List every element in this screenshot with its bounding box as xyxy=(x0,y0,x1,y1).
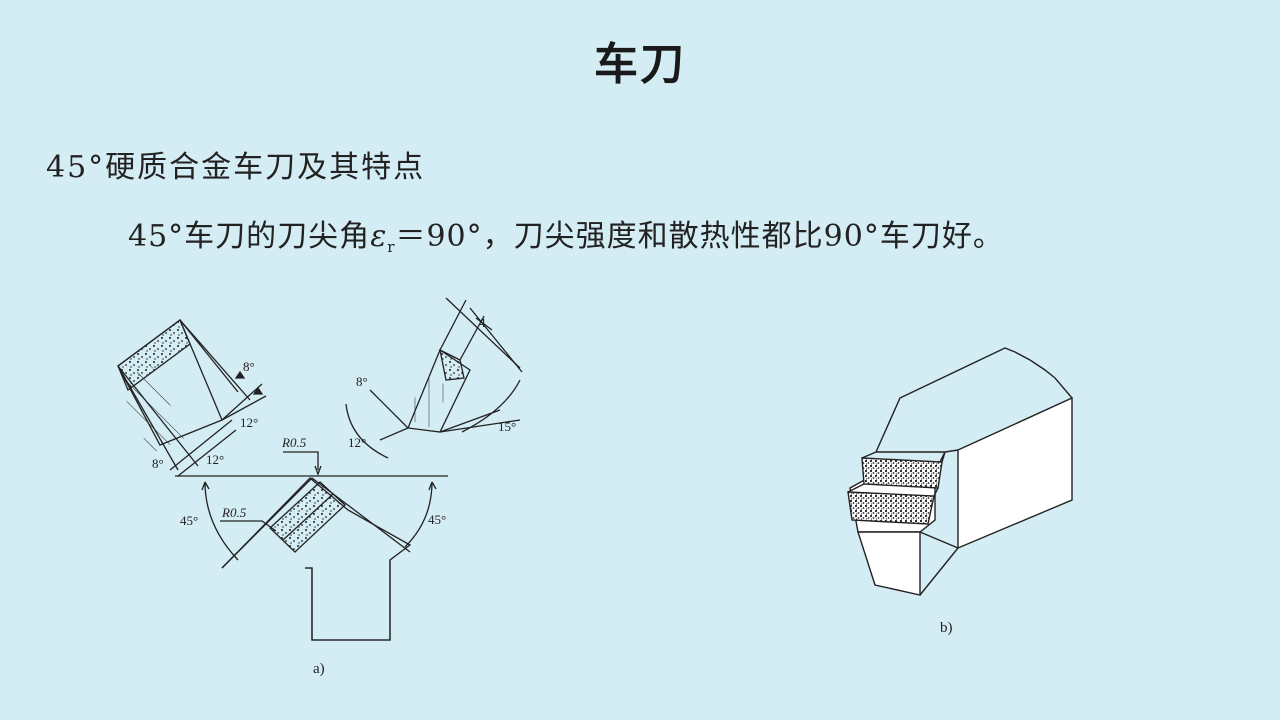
label-ur-8: 8° xyxy=(356,374,368,389)
description-suffix: ＝90°，刀尖强度和散热性都比90°车刀好。 xyxy=(395,219,1004,254)
label-r05-left: R0.5 xyxy=(221,505,247,520)
epsilon-subscript: r xyxy=(387,238,396,256)
slide-title: 车刀 xyxy=(594,39,686,90)
figure-b-caption: b) xyxy=(940,620,953,636)
label-ur-15: 15° xyxy=(498,419,516,434)
figure-a-drawing xyxy=(117,297,523,641)
label-ul-12a: 12° xyxy=(240,415,258,430)
label-ul-12b: 12° xyxy=(206,452,224,467)
section-heading: 45°硬质合金车刀及其特点 xyxy=(46,150,426,185)
label-ur-dim-4: 4 xyxy=(479,315,486,330)
figure-a-caption: a) xyxy=(313,661,325,677)
description-line: 45°车刀的刀尖角εr＝90°，刀尖强度和散热性都比90°车刀好。 xyxy=(128,211,1004,256)
label-ul-8b: 8° xyxy=(152,456,164,471)
label-r05-top: R0.5 xyxy=(281,435,307,450)
label-ur-12: 12° xyxy=(348,435,366,450)
epsilon-symbol: ε xyxy=(370,219,388,254)
label-ul-8a: 8° xyxy=(243,359,255,374)
label-angle-right-45: 45° xyxy=(428,512,446,527)
figure-b-drawing xyxy=(847,347,1073,596)
label-angle-left-45: 45° xyxy=(180,513,198,528)
description-prefix: 45°车刀的刀尖角 xyxy=(128,219,371,254)
